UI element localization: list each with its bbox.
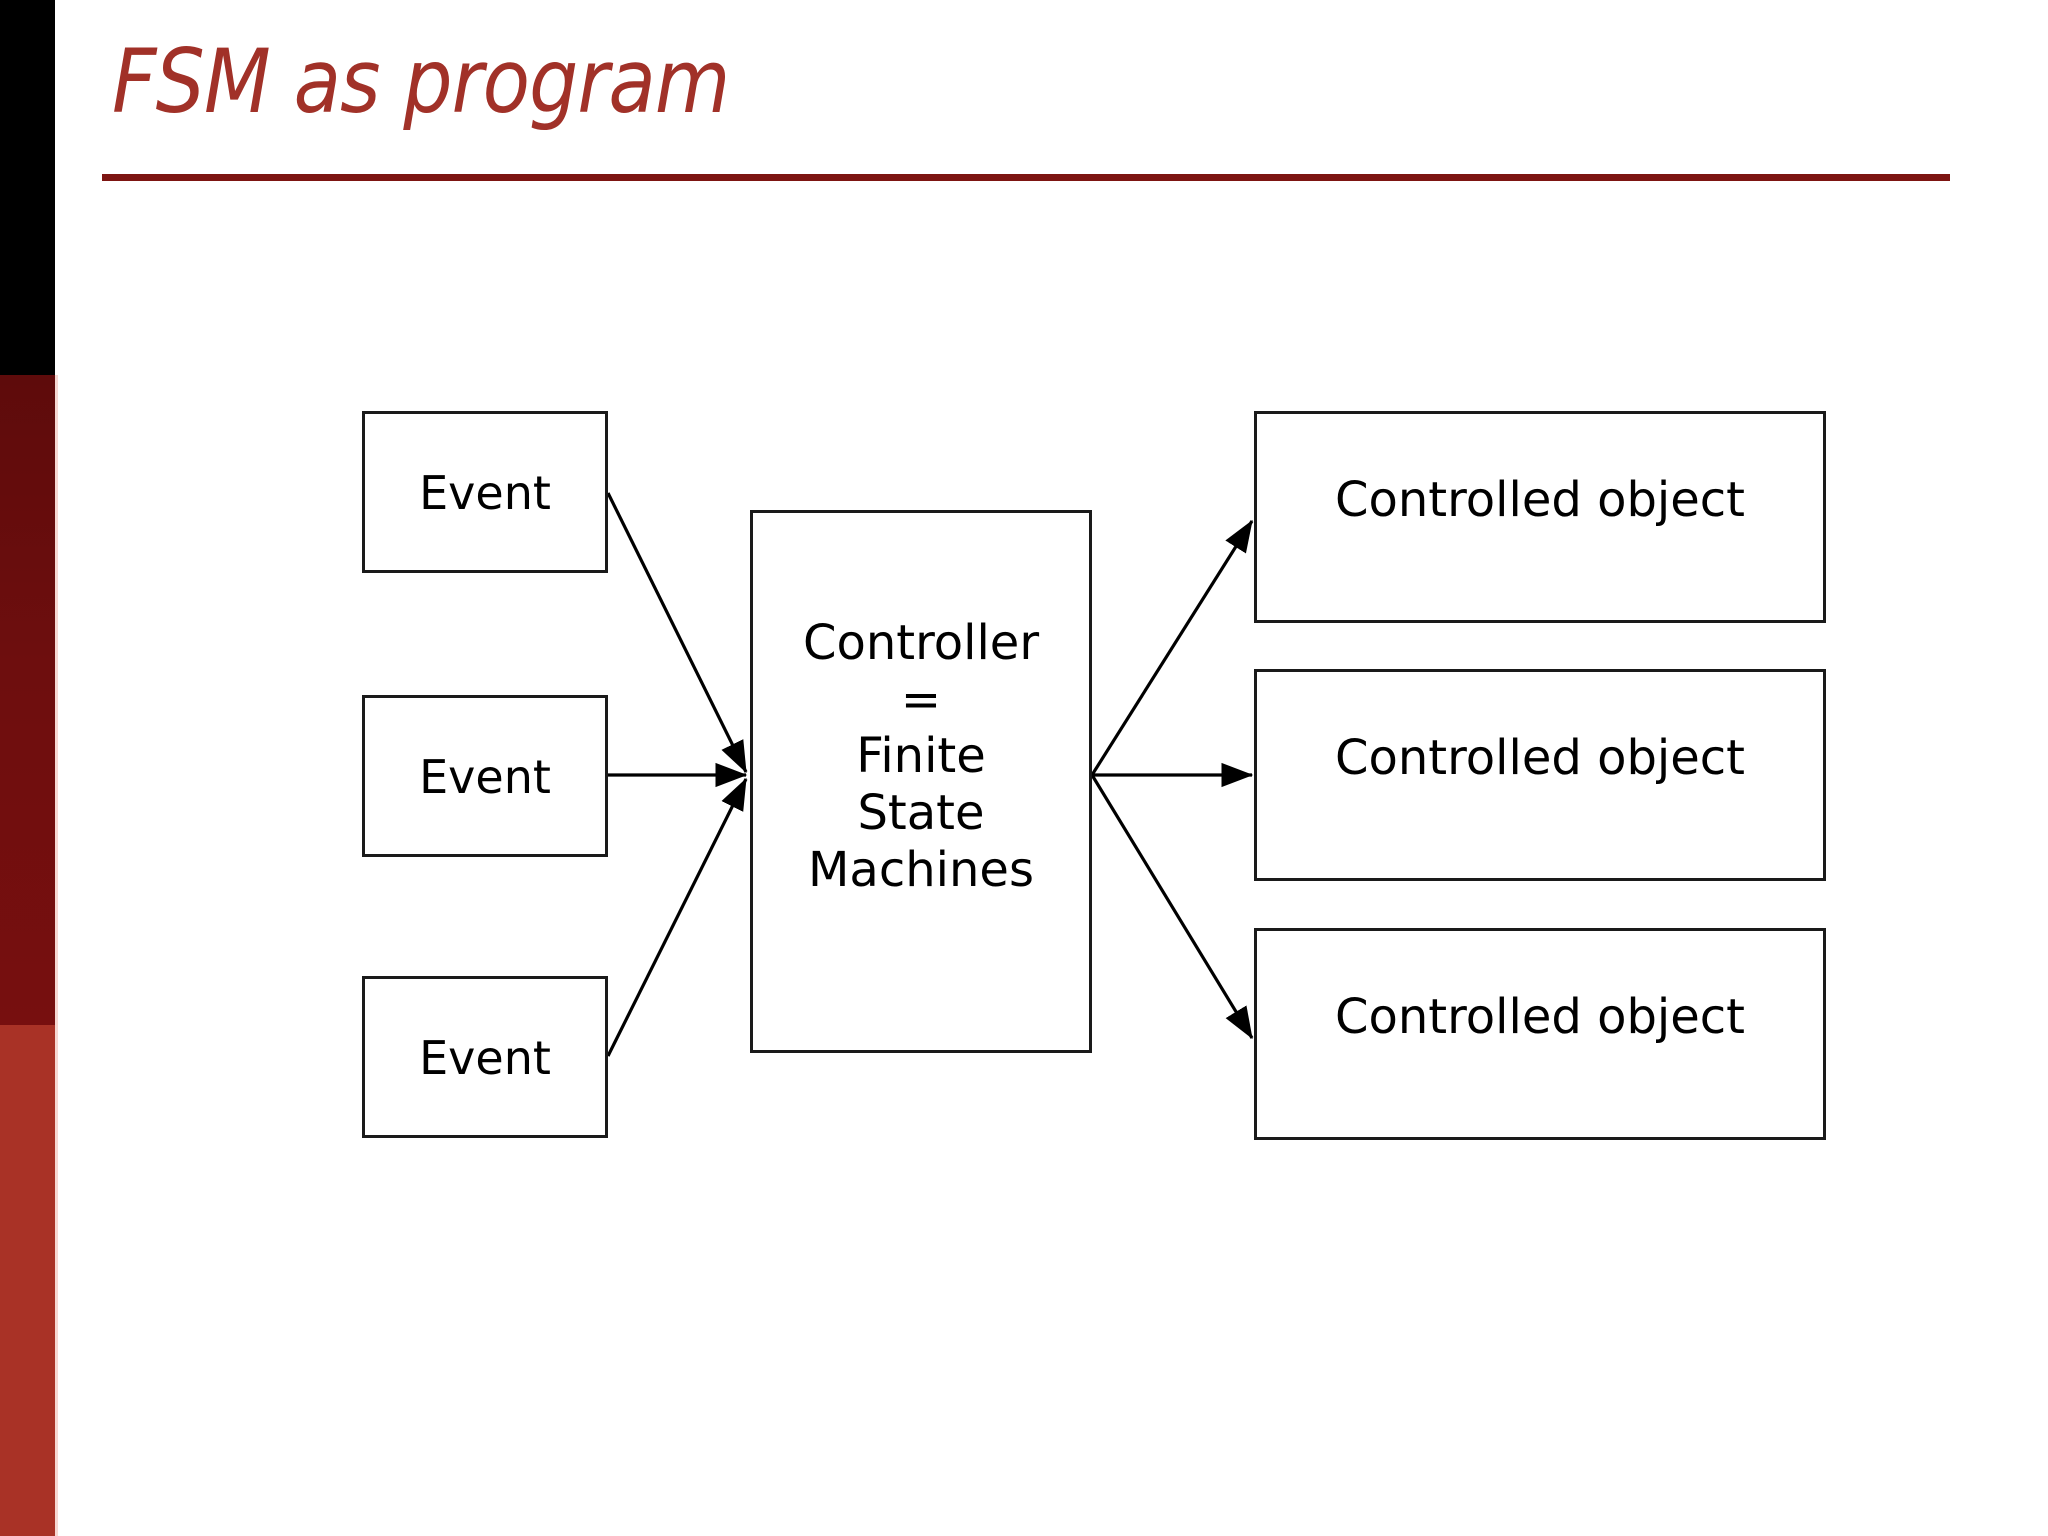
node-event-1[interactable]: Event (362, 411, 608, 573)
node-controlled-object-1-label: Controlled object (1334, 472, 1745, 528)
node-controller[interactable]: Controller = Finite State Machines (750, 510, 1092, 1053)
node-event-1-label: Event (419, 466, 551, 520)
accent-band-black (0, 0, 55, 375)
left-accent-column (0, 0, 55, 1536)
node-event-3-label: Event (419, 1031, 551, 1085)
title-underline-rule (102, 174, 1950, 181)
accent-band-red (0, 1025, 55, 1536)
node-controlled-object-3[interactable]: Controlled object (1254, 928, 1826, 1140)
node-event-2[interactable]: Event (362, 695, 608, 857)
node-controlled-object-2[interactable]: Controlled object (1254, 669, 1826, 881)
node-event-2-label: Event (419, 750, 551, 804)
edge-event3-to-controller (606, 777, 748, 1057)
page-title: FSM as program (112, 30, 730, 133)
node-controlled-object-2-label: Controlled object (1334, 730, 1745, 786)
edge-controller-to-object1 (1090, 519, 1254, 776)
node-controlled-object-1[interactable]: Controlled object (1254, 411, 1826, 623)
node-controller-label: Controller = Finite State Machines (802, 615, 1040, 898)
accent-hairline (55, 375, 58, 1536)
node-event-3[interactable]: Event (362, 976, 608, 1138)
edge-event1-to-controller (606, 492, 748, 774)
accent-band-dark-red (0, 375, 55, 1025)
edge-controller-to-object3 (1090, 774, 1254, 1040)
node-controlled-object-3-label: Controlled object (1334, 989, 1745, 1045)
